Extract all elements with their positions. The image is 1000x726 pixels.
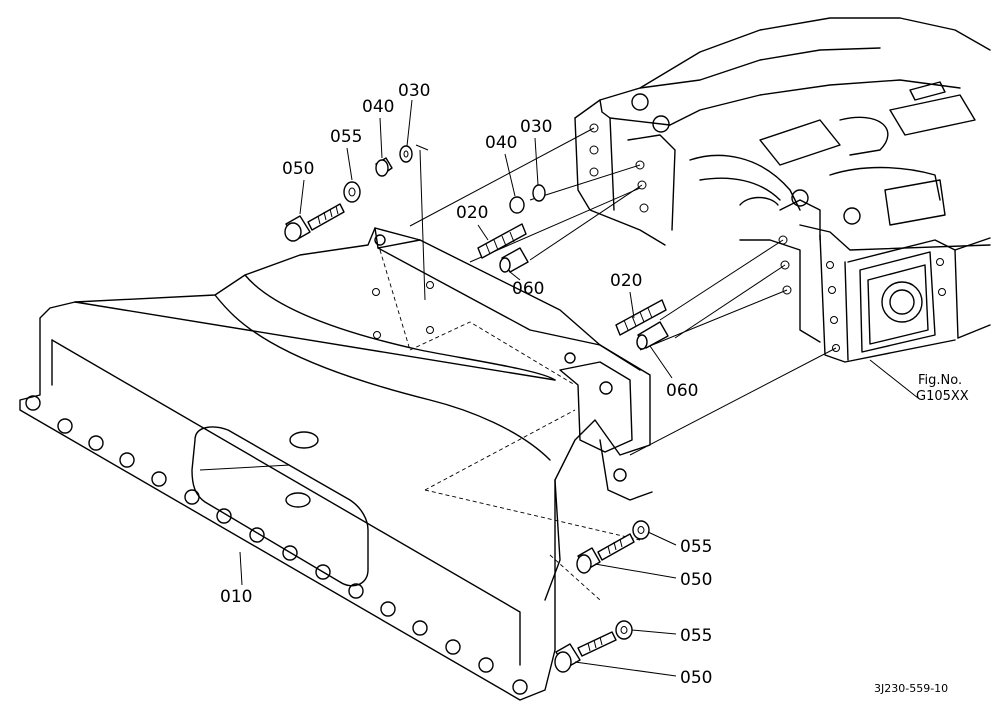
callout-020-mid: 020 <box>456 203 488 223</box>
nut-040-mid <box>509 196 525 214</box>
callout-030-top: 030 <box>398 81 430 101</box>
bolt-050-r1 <box>576 533 635 574</box>
callout-040-top: 040 <box>362 97 394 117</box>
callout-020-right: 020 <box>610 271 642 291</box>
washer-055-r2 <box>615 620 633 640</box>
callout-055-top: 055 <box>330 127 362 147</box>
guide-030-top <box>415 144 429 151</box>
assembly-lines <box>379 127 837 601</box>
bolt-050-top <box>284 203 345 242</box>
spring-washer-030-top <box>399 145 413 163</box>
callout-030-mid: 030 <box>520 117 552 137</box>
callout-050-r1: 050 <box>680 570 712 590</box>
leader-lines <box>239 99 919 677</box>
nut-040-top <box>375 157 393 177</box>
figure-number-label: Fig.No. <box>918 373 962 388</box>
bolt-050-r2 <box>554 631 617 673</box>
callout-055-r1: 055 <box>680 537 712 557</box>
drawing-code: 3J230-559-10 <box>874 682 948 695</box>
callout-055-r2: 055 <box>680 626 712 646</box>
callout-060-mid: 060 <box>512 279 544 299</box>
stud-020-right <box>615 299 667 336</box>
spring-washer-030-mid <box>532 184 546 202</box>
transmission-housing <box>574 17 991 363</box>
stud-020-mid <box>477 223 527 259</box>
callout-040-mid: 040 <box>485 133 517 153</box>
washer-055-r1 <box>632 520 650 540</box>
callout-050-top: 050 <box>282 159 314 179</box>
front-bracket-010 <box>19 227 653 701</box>
callout-010: 010 <box>220 587 252 607</box>
washer-055-top <box>343 181 361 203</box>
figure-number-code: G105XX <box>916 389 969 404</box>
pin-060-mid <box>499 247 529 273</box>
callout-060-right: 060 <box>666 381 698 401</box>
callout-050-r2: 050 <box>680 668 712 688</box>
pin-060-right <box>636 321 669 350</box>
